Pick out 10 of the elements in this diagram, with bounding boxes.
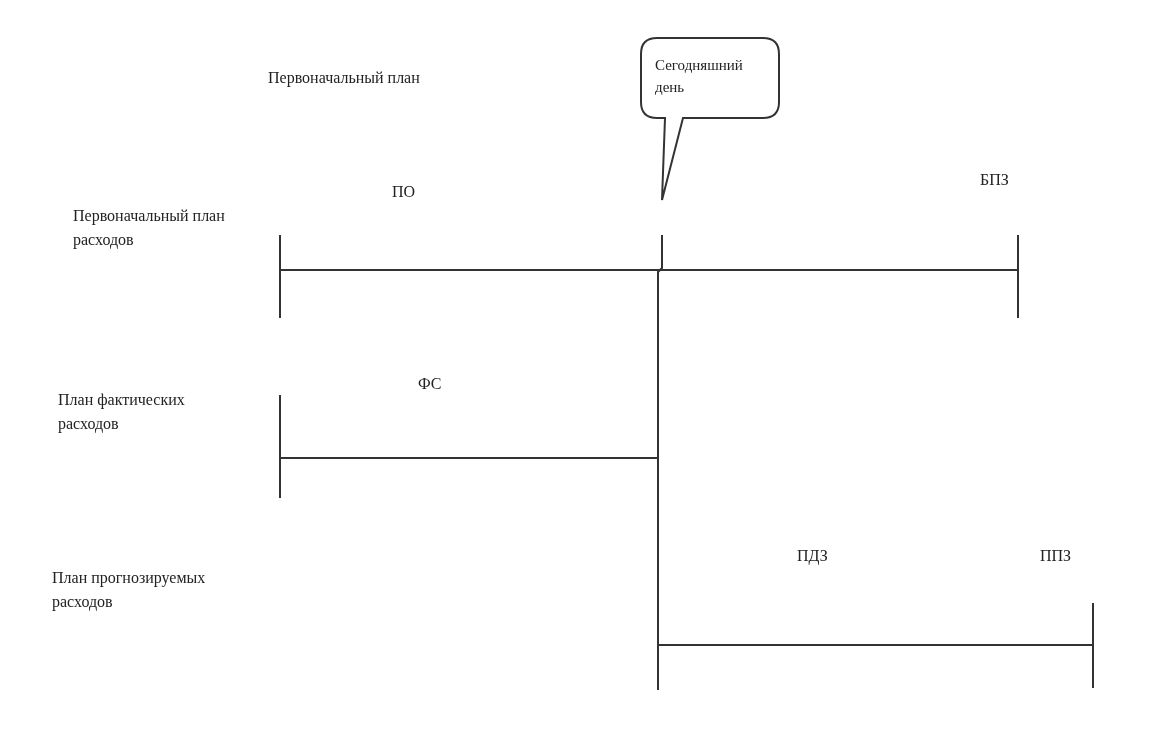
row-label: Первоначальный план расходов [73,206,226,251]
milestone-label: План фактических расходов [58,390,186,435]
milestone-label: ПО [392,182,416,202]
milestone-label: План прогнозируемых расходов [52,568,207,613]
milestone-label: ППЗ [1040,546,1072,566]
milestone-label: БПЗ [980,170,1009,190]
callout-text: Сегодняшний день [655,56,744,97]
row-label: ПДЗ [797,546,828,567]
row-label: Первоначальный план [268,68,420,89]
milestone-label: ФС [418,374,442,394]
